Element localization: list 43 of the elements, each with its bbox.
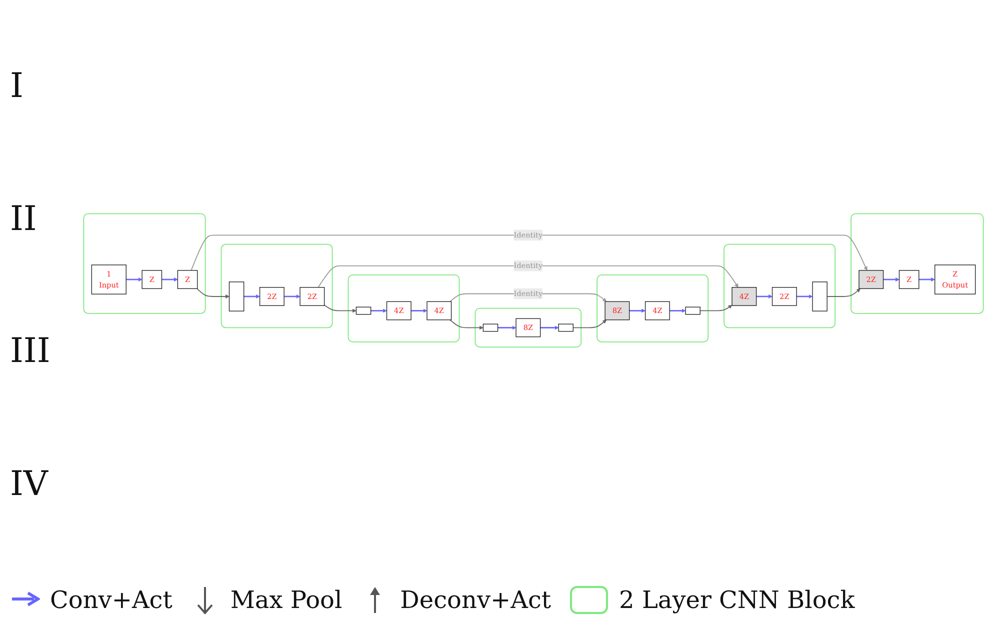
arrow: [318, 265, 738, 288]
cluster: [724, 243, 836, 328]
arrow: [411, 308, 428, 312]
arrow: [324, 304, 356, 312]
cluster: [348, 274, 460, 342]
arrow: [883, 277, 900, 282]
arrow: [498, 325, 516, 330]
arrow: [190, 234, 868, 270]
legend-text: 2 Layer CNN Block: [619, 586, 855, 614]
arrow: [629, 308, 646, 312]
node-box: [685, 306, 700, 314]
level-label: II: [10, 198, 38, 239]
arrow: [370, 308, 387, 312]
level-label: IV: [10, 464, 50, 504]
cluster: [83, 212, 206, 314]
node-box: [356, 306, 372, 314]
level-label: III: [10, 331, 52, 372]
arrow: [540, 325, 559, 330]
arrow: [572, 319, 607, 328]
arrow: [918, 277, 936, 282]
node-bar: [812, 281, 828, 312]
legend-text: Conv+Act: [50, 586, 172, 614]
cluster: [596, 274, 709, 342]
arrow: [162, 277, 178, 282]
arrow: [244, 294, 260, 298]
cluster: [850, 212, 984, 314]
arrow: [700, 304, 732, 311]
level-label: I: [10, 66, 24, 106]
arrow: [826, 288, 861, 297]
cluster: [220, 243, 333, 328]
arrow: [196, 288, 230, 298]
node-box: [558, 323, 574, 332]
arrow: [126, 277, 142, 282]
arrow: [756, 294, 772, 298]
arrow: [284, 294, 300, 298]
node-bar: [228, 281, 244, 312]
legend-text: Max Pool: [230, 586, 342, 614]
cluster: [474, 308, 582, 348]
arrow: [796, 294, 813, 298]
arrow: [670, 308, 686, 312]
node-box: [482, 323, 498, 332]
arrow: [450, 319, 484, 330]
legend-text: Deconv+Act: [400, 586, 552, 614]
